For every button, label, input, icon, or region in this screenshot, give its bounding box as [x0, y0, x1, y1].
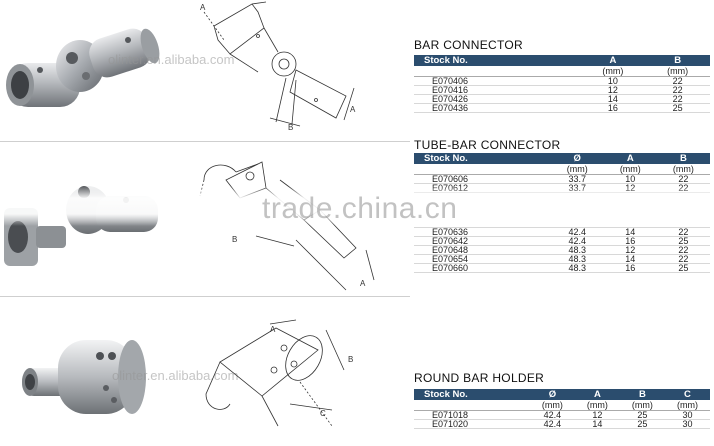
stock-no: E070606: [414, 174, 551, 184]
unit-cell: (mm): [550, 164, 604, 175]
col-header: C: [664, 389, 710, 400]
unit-cell: (mm): [580, 66, 646, 77]
drawing-label-a4: A: [270, 325, 276, 334]
col-header: Ø: [550, 153, 604, 164]
bar-connector-photo: [6, 28, 160, 107]
col-header: B: [656, 153, 710, 164]
stock-no: E070648: [414, 245, 551, 255]
unit-cell: (mm): [645, 66, 710, 77]
unit-cell: (mm): [619, 400, 665, 411]
drawing-label-b3: B: [348, 355, 353, 364]
bar-connector-drawing: A A B: [200, 1, 356, 132]
unit-cell: (mm): [574, 400, 620, 411]
unit-cell: (mm): [603, 164, 657, 175]
col-header: Stock No.: [414, 389, 530, 400]
col-header: A: [603, 153, 657, 164]
drawing-label-a: A: [200, 3, 206, 12]
section-divider: [0, 141, 410, 142]
drawing-label-b2: B: [232, 235, 237, 244]
col-header: A: [574, 389, 620, 400]
col-header: Ø: [529, 389, 575, 400]
units-row: (mm) (mm) (mm): [414, 164, 710, 175]
col-header: Stock No.: [414, 153, 551, 164]
watermark-text: olinter.en.alibaba.com: [112, 368, 239, 383]
unit-cell: (mm): [656, 164, 710, 175]
stock-no: E071018: [414, 410, 530, 420]
stock-no: E070660: [414, 263, 551, 273]
drawing-label-a3: A: [360, 279, 366, 288]
drawing-label-b: B: [288, 123, 293, 132]
unit-cell: (mm): [664, 400, 710, 411]
stock-no: E070654: [414, 254, 551, 264]
col-header: B: [619, 389, 665, 400]
units-row: (mm) (mm) (mm) (mm): [414, 400, 710, 411]
round-bar-holder-table: Stock No. Ø A B C (mm) (mm) (mm) (mm) E0…: [414, 389, 710, 429]
section-title-round-bar-holder: ROUND BAR HOLDER: [414, 371, 545, 385]
watermark-text: olinter.en.alibaba.com: [108, 52, 235, 67]
drawing-label-c: C: [320, 409, 326, 418]
drawing-label-a2: A: [350, 105, 356, 114]
stock-no: E071020: [414, 419, 530, 429]
units-row: (mm) (mm): [414, 66, 710, 77]
table-header-row: Stock No. Ø A B: [414, 153, 710, 164]
table-header-row: Stock No. Ø A B C: [414, 389, 710, 400]
section-title-tube-bar-connector: TUBE-BAR CONNECTOR: [414, 138, 561, 152]
unit-cell: (mm): [529, 400, 575, 411]
watermark-logo-text: trade.china.cn: [262, 192, 458, 225]
section-divider: [0, 296, 410, 297]
col-header: Stock No.: [414, 55, 581, 66]
table-header-row: Stock No. A B: [414, 55, 710, 66]
col-header: B: [645, 55, 710, 66]
col-header: A: [580, 55, 646, 66]
watermark-band: [0, 186, 714, 226]
stock-no: E070642: [414, 236, 551, 246]
stock-no: E070416: [414, 85, 581, 95]
round-bar-holder-drawing: A B C: [205, 319, 353, 427]
stock-no: E070636: [414, 227, 551, 237]
stock-no: E070426: [414, 94, 581, 104]
round-bar-holder-photo: [22, 340, 146, 414]
stock-no: E070406: [414, 76, 581, 86]
section-title-bar-connector: BAR CONNECTOR: [414, 38, 524, 52]
stock-no: E070436: [414, 103, 581, 113]
